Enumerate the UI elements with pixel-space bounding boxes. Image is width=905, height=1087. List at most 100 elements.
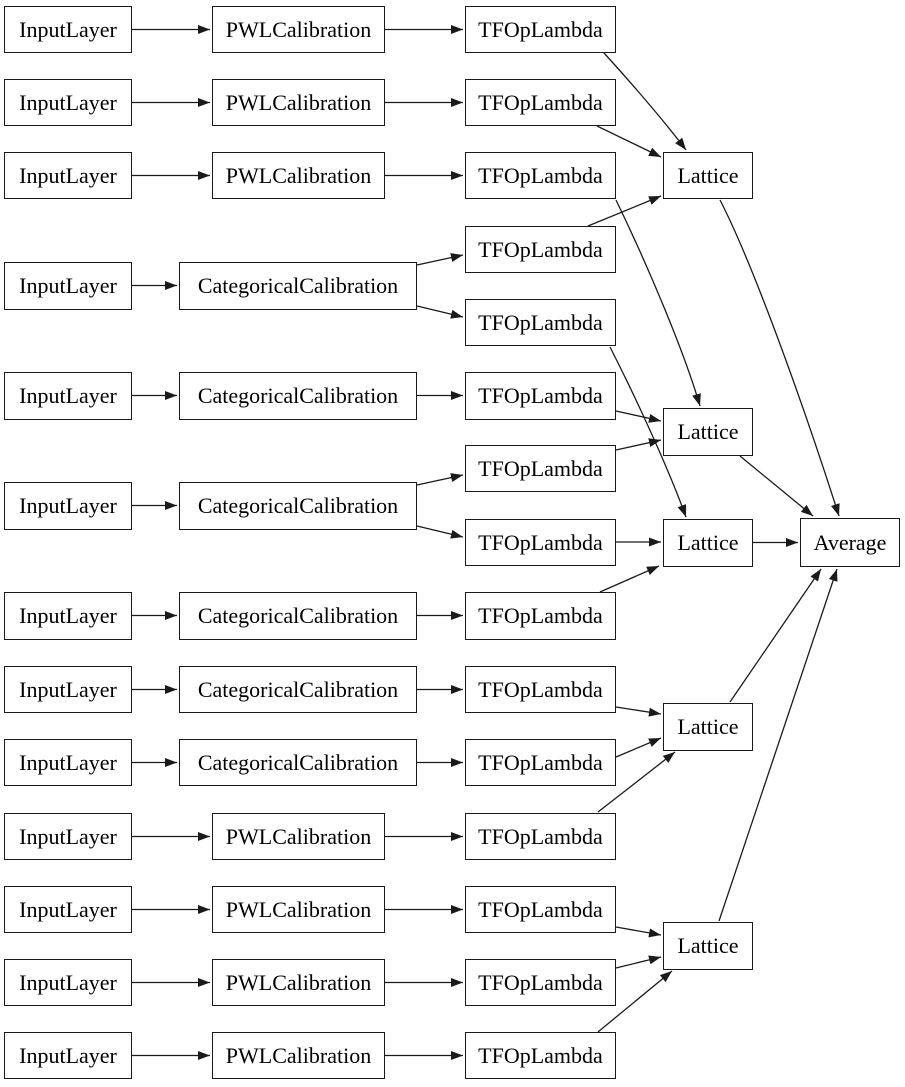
arrowhead-in9-cal9 xyxy=(165,758,177,767)
arrowhead-cal9-tf11 xyxy=(451,758,463,767)
node-tf13: TFOpLambda xyxy=(465,886,616,933)
node-label: TFOpLambda xyxy=(478,383,603,408)
arrowhead-lat4-avg xyxy=(810,569,821,582)
arrowhead-tf5-lat3 xyxy=(677,504,687,517)
node-label: TFOpLambda xyxy=(478,1042,603,1068)
node-label: InputLayer xyxy=(19,969,117,995)
node-cal6: CategoricalCalibration xyxy=(179,482,417,530)
node-in9: InputLayer xyxy=(4,739,132,786)
node-label: TFOpLambda xyxy=(478,969,603,995)
node-cal7: CategoricalCalibration xyxy=(179,592,417,640)
node-label: InputLayer xyxy=(19,603,117,628)
arrowhead-tf8-lat3 xyxy=(649,537,661,547)
node-label: PWLCalibration xyxy=(225,896,372,922)
node-label: InputLayer xyxy=(19,823,117,849)
node-label: TFOpLambda xyxy=(478,896,603,922)
node-label: InputLayer xyxy=(19,1042,117,1068)
node-in6: InputLayer xyxy=(4,482,132,530)
node-tf9: TFOpLambda xyxy=(465,592,616,640)
arrowhead-in6-cal6 xyxy=(165,501,177,510)
arrowhead-cal5-tf6 xyxy=(451,391,463,400)
node-cal5: CategoricalCalibration xyxy=(179,372,417,420)
node-in5: InputLayer xyxy=(4,372,132,420)
arrowhead-cal13-tf15 xyxy=(451,1051,463,1060)
node-tf10: TFOpLambda xyxy=(465,666,616,713)
arrowhead-cal11-tf13 xyxy=(451,905,463,914)
edge-lat4-avg xyxy=(729,568,822,703)
arrowhead-tf15-lat5 xyxy=(659,971,672,983)
arrowhead-tf13-lat5 xyxy=(648,928,661,938)
arrowhead-tf3-lat2 xyxy=(692,393,701,406)
node-label: InputLayer xyxy=(19,896,117,922)
node-lat3: Lattice xyxy=(663,519,753,567)
edge-tf5-lat3 xyxy=(609,346,687,518)
node-label: InputLayer xyxy=(19,89,117,115)
arrowhead-tf7-lat2 xyxy=(648,438,661,447)
node-cal3: PWLCalibration xyxy=(212,152,385,199)
arrowhead-cal4-tf4 xyxy=(450,253,463,262)
arrowhead-in11-cal11 xyxy=(198,905,210,914)
arrowhead-tf9-lat3 xyxy=(646,566,659,575)
node-label: InputLayer xyxy=(19,676,117,702)
edge-lat5-avg xyxy=(718,568,838,922)
node-label: Lattice xyxy=(677,530,739,555)
arrowhead-tf1-lat1 xyxy=(675,137,686,150)
node-label: TFOpLambda xyxy=(478,236,603,262)
node-label: TFOpLambda xyxy=(478,749,603,775)
node-tf4: TFOpLambda xyxy=(465,226,616,273)
arrowhead-in10-cal10 xyxy=(198,832,210,841)
edge-tf12-lat4 xyxy=(597,751,676,813)
edge-tf4-lat1 xyxy=(587,195,662,227)
arrowhead-tf11-lat4 xyxy=(648,738,661,747)
node-lat4: Lattice xyxy=(663,703,753,751)
edge-lat2-avg xyxy=(739,455,814,517)
node-label: PWLCalibration xyxy=(225,89,372,115)
node-in10: InputLayer xyxy=(4,813,132,860)
arrowhead-tf10-lat4 xyxy=(648,707,661,717)
node-label: InputLayer xyxy=(19,273,117,298)
node-tf3: TFOpLambda xyxy=(465,152,616,199)
arrowhead-lat2-avg xyxy=(800,504,813,516)
node-label: TFOpLambda xyxy=(478,89,603,115)
node-label: CategoricalCalibration xyxy=(197,383,399,408)
arrowhead-cal2-tf2 xyxy=(451,98,463,107)
node-label: TFOpLambda xyxy=(478,676,603,702)
node-in3: InputLayer xyxy=(4,152,132,199)
arrowhead-in13-cal13 xyxy=(198,1051,210,1060)
arrowhead-in3-cal3 xyxy=(198,171,210,180)
node-label: Lattice xyxy=(677,162,739,188)
arrowhead-in2-cal2 xyxy=(198,98,210,107)
node-cal12: PWLCalibration xyxy=(212,959,385,1006)
arrowhead-cal6-tf8 xyxy=(450,529,463,539)
node-lat1: Lattice xyxy=(663,152,753,199)
arrowhead-in4-cal4 xyxy=(165,281,177,290)
node-in2: InputLayer xyxy=(4,79,132,126)
node-cal2: PWLCalibration xyxy=(212,79,385,126)
arrowhead-in7-cal7 xyxy=(165,611,177,620)
node-cal1: PWLCalibration xyxy=(212,6,385,53)
node-label: Lattice xyxy=(677,933,739,958)
arrowhead-tf4-lat1 xyxy=(648,196,661,205)
arrowhead-tf14-lat5 xyxy=(648,955,661,965)
arrowhead-lat3-avg xyxy=(786,538,798,547)
node-cal4: CategoricalCalibration xyxy=(179,262,417,310)
node-tf11: TFOpLambda xyxy=(465,739,616,786)
arrowhead-cal1-tf1 xyxy=(451,25,463,34)
node-label: TFOpLambda xyxy=(478,455,603,481)
node-tf12: TFOpLambda xyxy=(465,813,616,860)
arrowhead-cal3-tf3 xyxy=(451,171,463,180)
node-label: InputLayer xyxy=(19,749,117,775)
node-tf15: TFOpLambda xyxy=(465,1032,616,1079)
node-in8: InputLayer xyxy=(4,666,132,713)
node-in4: InputLayer xyxy=(4,262,132,310)
node-lat2: Lattice xyxy=(663,408,753,456)
node-tf1: TFOpLambda xyxy=(465,6,616,53)
edge-lat1-avg xyxy=(719,199,840,517)
node-in11: InputLayer xyxy=(4,886,132,933)
node-label: InputLayer xyxy=(19,383,117,408)
node-label: CategoricalCalibration xyxy=(197,273,399,298)
arrowhead-tf12-lat4 xyxy=(662,752,675,763)
